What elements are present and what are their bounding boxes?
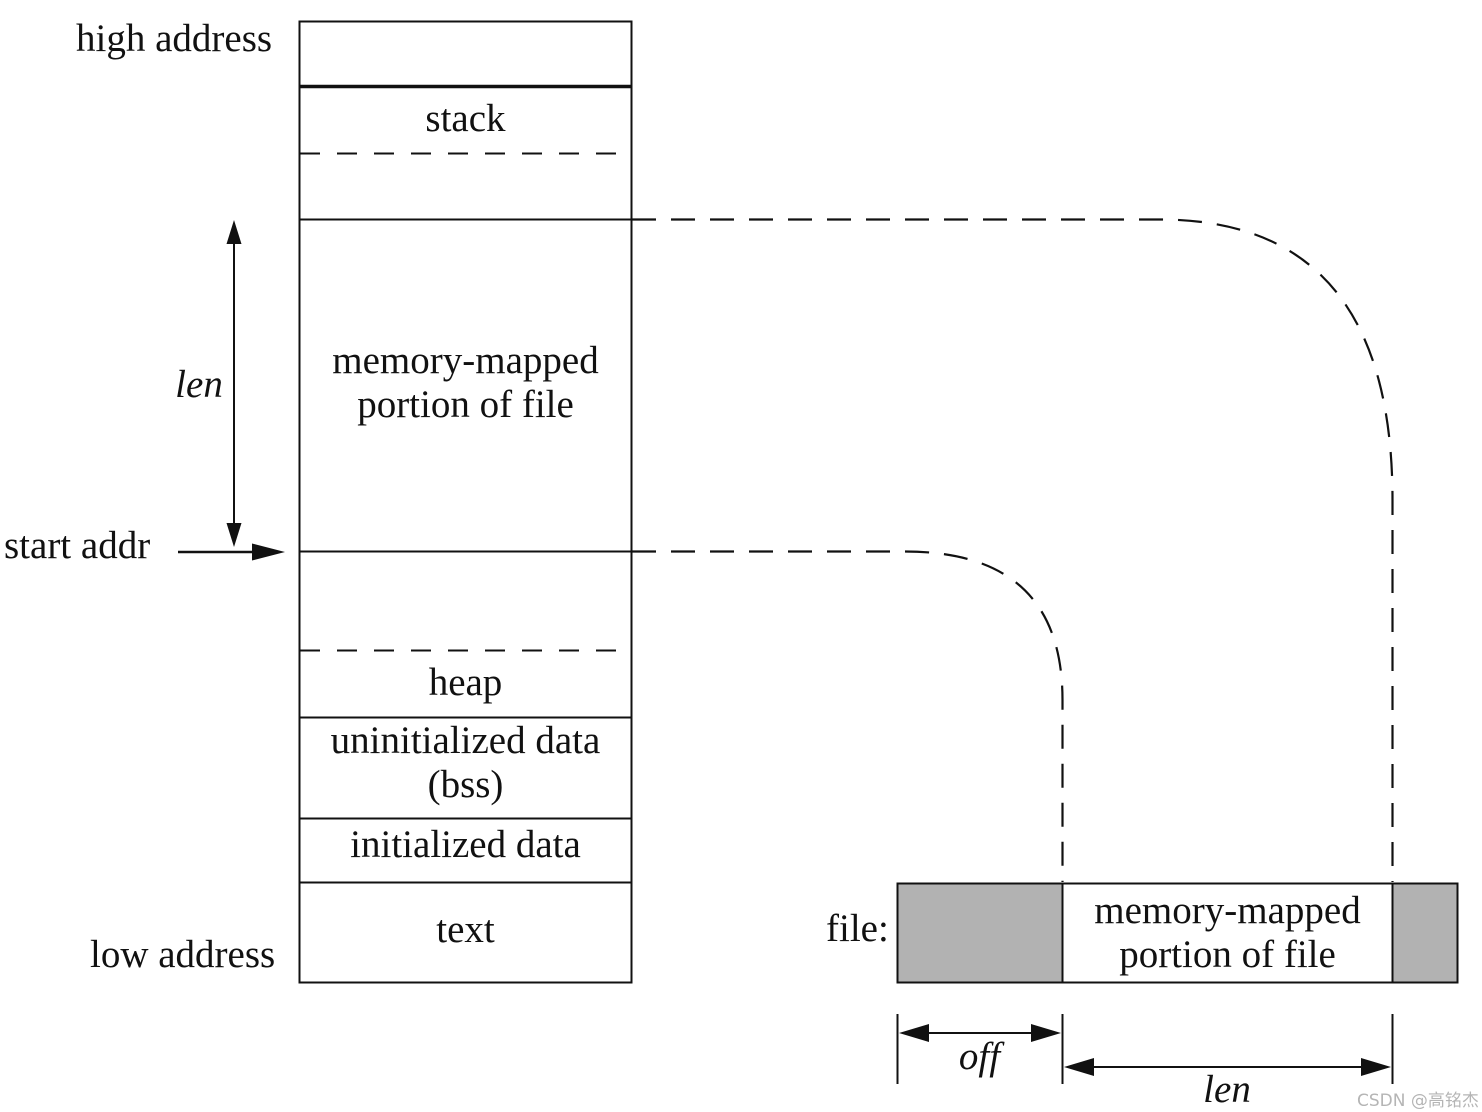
initialized-data-segment-label: initialized data [350,823,581,866]
bss-segment-label-line1: uninitialized data [330,719,601,762]
heap-segment-label: heap [428,661,503,704]
file-len-label: len [1203,1068,1251,1111]
file-mmap-label: memory-mapped portion of file [1062,889,1393,977]
off-label: off [958,1035,1001,1078]
bottom-mapping-connector [632,550,1064,882]
watermark: CSDN @高铭杰 [1357,1091,1479,1111]
mmap-segment-label-line1: memory-mapped [332,339,599,382]
bss-segment-label-line2: (bss) [427,763,504,806]
bss-segment-label: uninitialized data (bss) [299,719,632,807]
mmap-segment-label-line2: portion of file [357,383,574,426]
len-arrow [226,220,242,547]
low-address-label: low address [90,933,276,976]
file-mmap-label-line1: memory-mapped [1094,889,1361,932]
off-arrow [899,1024,1061,1042]
file-tail-region [1391,882,1459,984]
text-segment-label: text [436,908,495,951]
start-addr-label: start addr [4,524,151,567]
stack-segment-label: stack [425,97,506,140]
high-address-label: high address [76,17,273,60]
len-label: len [175,363,223,406]
file-offset-region [896,882,1064,984]
file-mmap-label-line2: portion of file [1119,933,1336,976]
file-label: file: [826,907,889,950]
start-addr-arrow [178,543,285,561]
mmap-segment-label: memory-mapped portion of file [299,339,632,427]
top-mapping-connector [632,218,1394,882]
memory-column-outline [298,20,633,984]
file-len-arrow [1064,1058,1391,1076]
